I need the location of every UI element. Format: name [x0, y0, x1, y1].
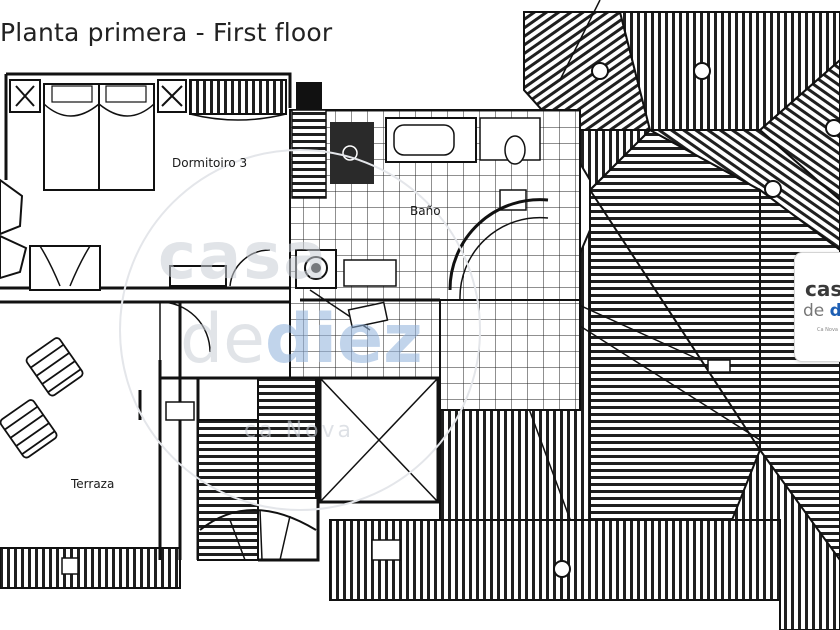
staircase: [165, 376, 440, 561]
watermark-line-2: dediez: [180, 300, 423, 379]
terrace-loungers: [0, 337, 84, 459]
watermark-prefix: de: [180, 300, 265, 379]
watermark-line-3: ca Nova: [244, 418, 354, 443]
agency-logo: cas de d Ca Nova: [794, 252, 840, 362]
plan-title: Planta primera - First floor: [0, 18, 333, 47]
bathroom-area: [289, 109, 581, 411]
logo-accent: d: [830, 301, 840, 321]
room-label-bedroom: Dormitoiro 3: [172, 156, 248, 170]
logo-line-1: cas: [805, 277, 840, 301]
watermark-circle: [119, 149, 481, 511]
logo-line-3: Ca Nova: [817, 327, 838, 333]
room-label-bathroom: Baño: [410, 204, 441, 218]
room-label-terrace: Terraza: [71, 477, 115, 491]
logo-prefix: de: [803, 301, 825, 321]
bedroom-furniture: [0, 79, 322, 291]
watermark-accent: diez: [265, 300, 423, 379]
watermark-line-1: casa: [158, 220, 329, 294]
door-swings: [159, 301, 211, 360]
logo-line-2: de d: [803, 301, 840, 321]
